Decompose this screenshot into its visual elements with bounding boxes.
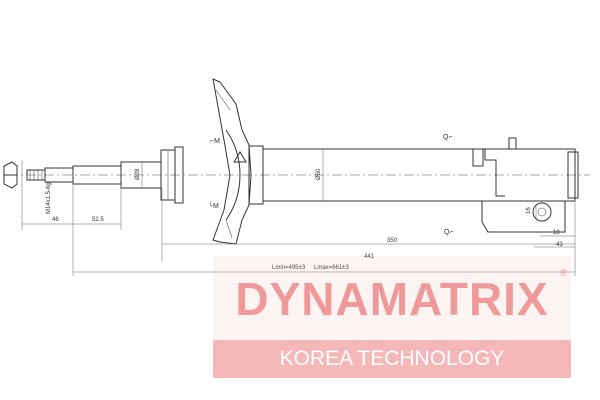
svg-text:└M: └M: [208, 201, 219, 210]
top-mount-collar: [160, 146, 184, 204]
dim-52-5-label: 52.5: [92, 217, 104, 223]
dim-thread-label: M14x1.5-6g: [46, 182, 52, 214]
spring-seat: [212, 78, 264, 245]
dim-lmin-label: Lmin=495±3: [272, 265, 306, 271]
tagline-bar: [213, 340, 571, 378]
knuckle-bracket: [481, 200, 566, 233]
dim-441-label: 441: [364, 254, 375, 260]
svg-text:Q⌐: Q⌐: [443, 134, 453, 141]
body-tube: [262, 148, 576, 202]
dim-body-diameter-label: Ø50: [316, 168, 322, 180]
svg-text:⌐M: ⌐M: [210, 138, 220, 145]
dim-rod-diameter-label: Ø28: [135, 168, 141, 180]
dim-lmax-label: Lmax=661±3: [314, 265, 349, 271]
bottom-cap: [567, 151, 579, 199]
hose-bracket: [472, 137, 517, 197]
dim-19-label: 19: [553, 230, 560, 236]
registered-mark: ®: [560, 268, 568, 279]
top-nut: [3, 161, 18, 189]
brand-logo: DYNAMATRIX: [235, 273, 549, 325]
brand-watermark: DYNAMATRIX ® KOREA TECHNOLOGY: [213, 256, 571, 378]
brand-tagline: KOREA TECHNOLOGY: [279, 347, 505, 370]
dim-46-label: 46: [52, 217, 59, 223]
dim-43-label: 43: [556, 242, 563, 248]
svg-text:Q⌐: Q⌐: [444, 229, 454, 236]
dim-350-label: 350: [387, 238, 398, 244]
dim-16-label: 16: [526, 207, 532, 214]
